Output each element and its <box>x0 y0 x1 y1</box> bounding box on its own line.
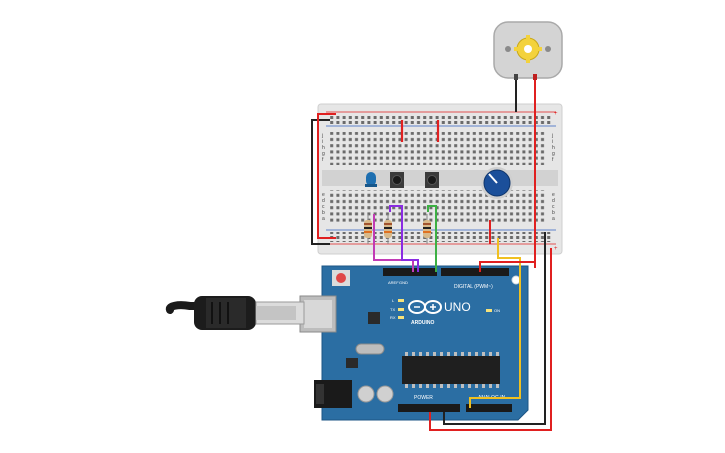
tx-led <box>398 308 404 311</box>
svg-text:h: h <box>552 145 555 151</box>
tx-led-label: TX <box>390 307 395 312</box>
power-jack-slot <box>316 384 324 404</box>
usb-cable <box>165 296 305 330</box>
svg-text:c: c <box>552 204 555 210</box>
arduino-logo <box>408 300 442 314</box>
svg-text:h: h <box>322 145 325 151</box>
rail-bridge-red <box>317 113 336 239</box>
digital-header-left[interactable] <box>383 268 437 276</box>
svg-text:b: b <box>552 210 555 216</box>
l-led <box>398 299 404 302</box>
rail-bridge-black <box>311 119 330 245</box>
rx-led <box>398 316 404 319</box>
resistor-2[interactable] <box>384 214 392 244</box>
svg-text:i: i <box>552 139 553 145</box>
button-wire-purple <box>389 205 419 272</box>
rx-led-label: RX <box>390 315 396 320</box>
power-header-label: POWER <box>414 395 433 401</box>
capacitor-2 <box>376 385 394 403</box>
button-wire-green <box>427 205 437 272</box>
crystal-oscillator <box>355 343 385 355</box>
resistor-3[interactable] <box>423 214 431 244</box>
svg-text:d: d <box>322 198 325 204</box>
regulator-chip <box>346 358 358 368</box>
gnd-wire-black <box>443 232 546 425</box>
potentiometer[interactable] <box>481 167 513 199</box>
svg-text:a: a <box>322 216 325 222</box>
svg-text:d: d <box>552 198 555 204</box>
l-led-label: L <box>392 298 395 303</box>
dc-motor[interactable] <box>493 21 563 80</box>
svg-text:i: i <box>322 139 323 145</box>
digital-header-label: DIGITAL (PWM~) <box>454 284 493 290</box>
svg-text:j: j <box>321 133 323 139</box>
svg-text:f: f <box>552 157 554 163</box>
push-button-1[interactable] <box>390 172 404 188</box>
model-label: UNO <box>444 300 471 314</box>
analog-header[interactable] <box>466 404 512 412</box>
aref-label: AREF <box>388 280 399 285</box>
svg-text:b: b <box>322 210 325 216</box>
pot-wire-yellow <box>469 238 521 408</box>
gnd-label: GND <box>399 280 408 285</box>
usb-chip <box>368 312 380 324</box>
svg-text:+: + <box>554 246 558 252</box>
center-channel <box>322 170 558 186</box>
5v-wire-red <box>429 248 552 431</box>
power-header[interactable] <box>398 404 460 412</box>
resistor-1[interactable] <box>364 214 372 244</box>
svg-text:g: g <box>322 151 325 157</box>
svg-text:e: e <box>552 192 555 198</box>
svg-text:j: j <box>551 133 553 139</box>
led-wire-magenta <box>373 214 414 272</box>
on-led-label: ON <box>494 308 500 313</box>
push-button-2[interactable] <box>425 172 439 188</box>
top-rail-holes <box>330 114 552 124</box>
microcontroller-chip <box>402 356 500 384</box>
brand-label: ARDUINO <box>411 320 434 326</box>
reset-button-cap <box>336 273 346 283</box>
bottom-rail-holes <box>330 232 552 242</box>
svg-text:e: e <box>322 192 325 198</box>
microcontroller-pins <box>405 352 499 388</box>
on-led <box>486 309 492 312</box>
svg-text:f: f <box>322 157 324 163</box>
rail-signs: ++ <box>554 111 558 252</box>
capacitor-1 <box>357 385 375 403</box>
led[interactable] <box>365 172 377 187</box>
usb-port-inner <box>304 300 332 328</box>
svg-text:a: a <box>552 216 555 222</box>
arduino-uno[interactable] <box>299 265 529 421</box>
motor-pin-wire-red <box>479 261 535 272</box>
svg-text:g: g <box>552 151 555 157</box>
svg-text:+: + <box>554 111 558 117</box>
bottom-terminal-holes <box>330 190 547 223</box>
digital-header-right[interactable] <box>441 268 509 276</box>
svg-text:c: c <box>322 204 325 210</box>
